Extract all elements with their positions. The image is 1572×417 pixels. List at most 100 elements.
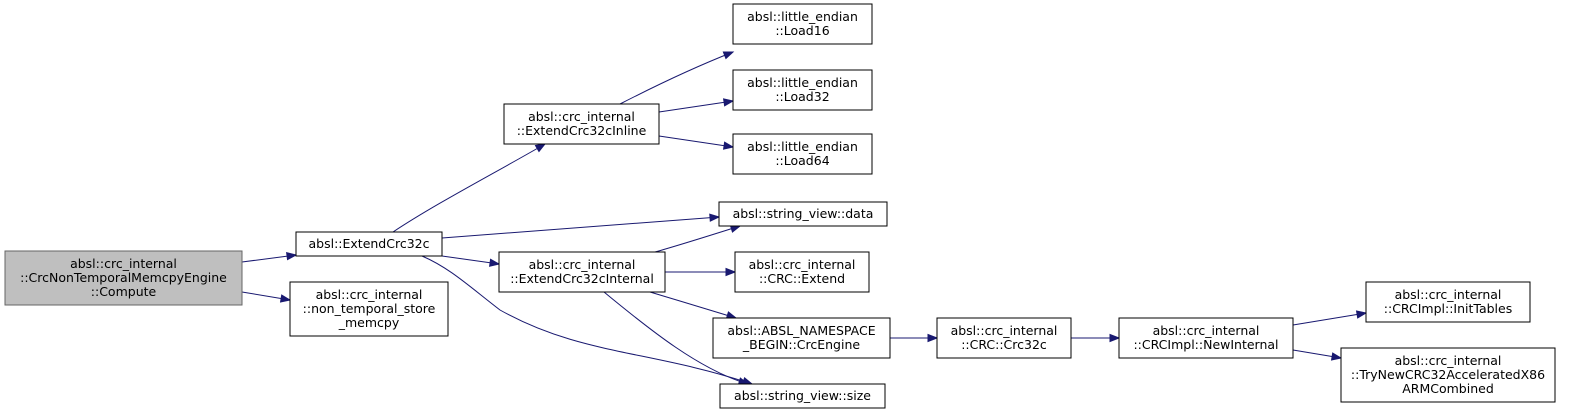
node-trynew[interactable]: absl::crc_internal::TryNewCRC32Accelerat… [1340, 347, 1556, 403]
nodes-layer: absl::crc_internal::CrcNonTemporalMemcpy… [4, 3, 1556, 409]
edge-compute-to-nontemporal [241, 291, 292, 303]
node-svdata[interactable]: absl::string_view::data [718, 201, 888, 227]
node-label-line: ::CRC::Crc32c [961, 337, 1047, 352]
node-box [712, 317, 891, 359]
edge-line [1292, 312, 1367, 326]
edge-line [421, 255, 753, 385]
node-compute[interactable]: absl::crc_internal::CrcNonTemporalMemcpy… [4, 250, 243, 306]
node-label-line: ::Load32 [775, 89, 829, 104]
node-label-line: ::Load64 [775, 153, 829, 168]
node-label-line: absl::string_view::data [733, 206, 874, 221]
node-box [719, 383, 886, 409]
edge-extendcrc32c-to-internal [441, 255, 501, 267]
node-box [4, 250, 243, 306]
edge-line [654, 225, 741, 253]
arrow-head [927, 333, 939, 343]
arrow-head [279, 294, 292, 303]
node-label-line: ARMCombined [1402, 381, 1494, 396]
node-label-line: absl::crc_internal [1395, 287, 1502, 302]
arrow-head [722, 51, 735, 60]
node-label-line: absl::crc_internal [1153, 323, 1260, 338]
edge-internal-to-crcengine [649, 291, 738, 320]
node-label-line: ::TryNewCRC32AcceleratedX86 [1351, 367, 1545, 382]
node-label-line: absl::crc_internal [749, 257, 856, 272]
arrow-head [1355, 310, 1368, 319]
node-label-line: absl::string_view::size [734, 388, 871, 403]
node-box [1118, 317, 1294, 359]
node-box [1340, 347, 1556, 403]
edges-layer [241, 51, 1368, 386]
edge-line [603, 291, 749, 385]
edge-inline-to-load32 [658, 98, 735, 113]
arrow-head [722, 141, 735, 150]
node-crcextend[interactable]: absl::crc_internal::CRC::Extend [734, 251, 870, 293]
arrow-head [722, 98, 735, 107]
node-box [732, 3, 873, 45]
node-label-line: ::CrcNonTemporalMemcpyEngine [20, 270, 227, 285]
node-box [503, 103, 660, 145]
node-label-line: absl::crc_internal [316, 287, 423, 302]
edge-line [392, 143, 546, 233]
arrow-head [489, 258, 501, 267]
edge-newinternal-to-trynew [1292, 349, 1343, 361]
edge-line [658, 135, 734, 148]
edge-line [441, 255, 500, 265]
edge-extendcrc32c-to-svdata [441, 213, 721, 239]
arrow-head [725, 267, 737, 277]
node-label-line: ::CRC::Extend [759, 271, 845, 286]
node-label-line: absl::crc_internal [528, 109, 635, 124]
node-label-line: absl::crc_internal [1395, 353, 1502, 368]
node-internal[interactable]: absl::crc_internal::ExtendCrc32cInternal [498, 251, 666, 293]
edge-compute-to-extendcrc32c [241, 252, 298, 263]
arrow-head [534, 143, 547, 153]
node-inittables[interactable]: absl::crc_internal::CRCImpl::InitTables [1365, 281, 1531, 323]
node-box [936, 317, 1072, 359]
node-label-line: absl::little_endian [747, 75, 858, 90]
node-label-line: _memcpy [338, 315, 400, 330]
node-label-line: absl::ABSL_NAMESPACE [727, 323, 875, 338]
node-load32[interactable]: absl::little_endian::Load32 [732, 69, 873, 111]
node-box [734, 251, 870, 293]
node-label-line: ::ExtendCrc32cInline [517, 123, 647, 138]
node-crcengine[interactable]: absl::ABSL_NAMESPACE_BEGIN::CrcEngine [712, 317, 891, 359]
node-box [732, 133, 873, 175]
node-newinternal[interactable]: absl::crc_internal::CRCImpl::NewInternal [1118, 317, 1294, 359]
edge-newinternal-to-inittables [1292, 310, 1368, 326]
node-box [718, 201, 888, 227]
node-inline[interactable]: absl::crc_internal::ExtendCrc32cInline [503, 103, 660, 145]
edge-internal-to-crcextend [665, 267, 737, 277]
edge-line [619, 51, 734, 105]
node-label-line: absl::little_endian [747, 139, 858, 154]
node-load16[interactable]: absl::little_endian::Load16 [732, 3, 873, 45]
node-box [1365, 281, 1531, 323]
arrow-head [1330, 352, 1343, 361]
node-label-line: absl::little_endian [747, 9, 858, 24]
edge-inline-to-load64 [658, 135, 735, 150]
arrow-head [286, 252, 298, 261]
node-box [732, 69, 873, 111]
node-crc32c[interactable]: absl::crc_internal::CRC::Crc32c [936, 317, 1072, 359]
node-label-line: ::Load16 [775, 23, 829, 38]
node-label-line: ::CRCImpl::NewInternal [1133, 337, 1278, 352]
node-label-line: ::non_temporal_store [303, 301, 436, 316]
node-label-line: absl::crc_internal [70, 256, 177, 271]
edge-line [441, 216, 720, 239]
edge-line [649, 291, 737, 319]
node-box [289, 281, 449, 337]
node-label-line: ::ExtendCrc32cInternal [510, 271, 654, 286]
node-svsize[interactable]: absl::string_view::size [719, 383, 886, 409]
node-nontemporal[interactable]: absl::crc_internal::non_temporal_store_m… [289, 281, 449, 337]
edge-line [658, 100, 734, 113]
edge-crc32c-to-newinternal [1071, 333, 1121, 343]
node-label-line: absl::ExtendCrc32c [309, 236, 430, 251]
node-box [498, 251, 666, 293]
arrow-head [709, 213, 721, 222]
node-extendcrc32c[interactable]: absl::ExtendCrc32c [295, 231, 443, 257]
node-label-line: absl::crc_internal [951, 323, 1058, 338]
node-label-line: _BEGIN::CrcEngine [742, 337, 860, 352]
node-load64[interactable]: absl::little_endian::Load64 [732, 133, 873, 175]
node-label-line: ::CRCImpl::InitTables [1384, 301, 1512, 316]
edge-extendcrc32c-to-inline [392, 143, 547, 233]
node-label-line: absl::crc_internal [529, 257, 636, 272]
